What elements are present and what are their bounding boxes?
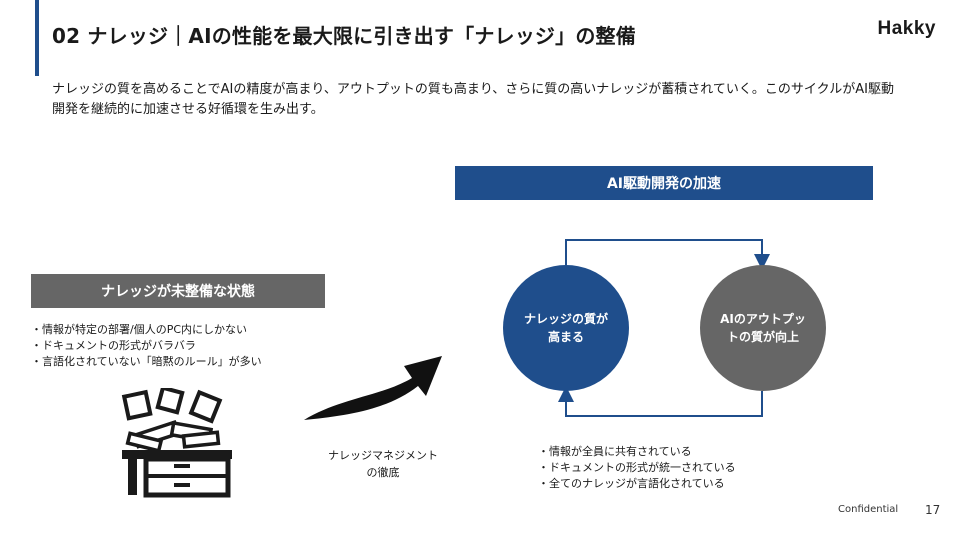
curved-arrow-icon <box>304 356 442 420</box>
list-item: ・情報が全員に共有されている <box>538 445 692 458</box>
company-logo: Hakky <box>877 18 936 39</box>
title-accent-bar <box>35 0 39 76</box>
knowledge-management-label-line1: ナレッジマネジメント <box>328 449 438 462</box>
lead-paragraph: ナレッジの質を高めることでAIの精度が高まり、アウトプットの質も高まり、さらに質… <box>52 82 894 117</box>
page-number: 17 <box>925 503 941 517</box>
knowledge-management-label-line2: の徹底 <box>366 466 400 479</box>
confidential-label: Confidential <box>838 504 899 515</box>
ai-acceleration-heading: AI駆動開発の加速 <box>455 166 873 200</box>
cycle-arrow-top <box>565 239 770 270</box>
list-item: ・言語化されていない「暗黙のルール」が多い <box>31 355 262 368</box>
cycle-arrow-bottom <box>558 386 763 417</box>
ai-output-quality-line2: トの質が向上 <box>726 330 799 344</box>
list-item: ・ドキュメントの形式がバラバラ <box>31 339 196 352</box>
unorganized-state-heading: ナレッジが未整備な状態 <box>31 274 325 308</box>
unorganized-state-list: ・情報が特定の部署/個人のPC内にしかない ・ドキュメントの形式がバラバラ ・言… <box>31 322 262 370</box>
knowledge-quality-line2: 高まる <box>547 330 584 344</box>
list-item: ・ドキュメントの形式が統一されている <box>538 461 736 474</box>
list-item: ・情報が特定の部署/個人のPC内にしかない <box>31 323 248 336</box>
messy-desk-with-papers-icon <box>121 388 232 498</box>
ai-output-quality-circle: AIのアウトプッ トの質が向上 <box>700 265 826 391</box>
list-item: ・全てのナレッジが言語化されている <box>538 477 725 490</box>
page-title: 02 ナレッジ｜AIの性能を最大限に引き出す「ナレッジ」の整備 <box>52 24 636 48</box>
knowledge-quality-circle: ナレッジの質が 高まる <box>503 265 629 391</box>
ai-output-quality-line1: AIのアウトプッ <box>720 312 806 326</box>
organized-state-list: ・情報が全員に共有されている ・ドキュメントの形式が統一されている ・全てのナレ… <box>538 444 736 492</box>
knowledge-quality-line1: ナレッジの質が <box>523 312 608 326</box>
knowledge-management-label: ナレッジマネジメント の徹底 <box>318 447 448 481</box>
